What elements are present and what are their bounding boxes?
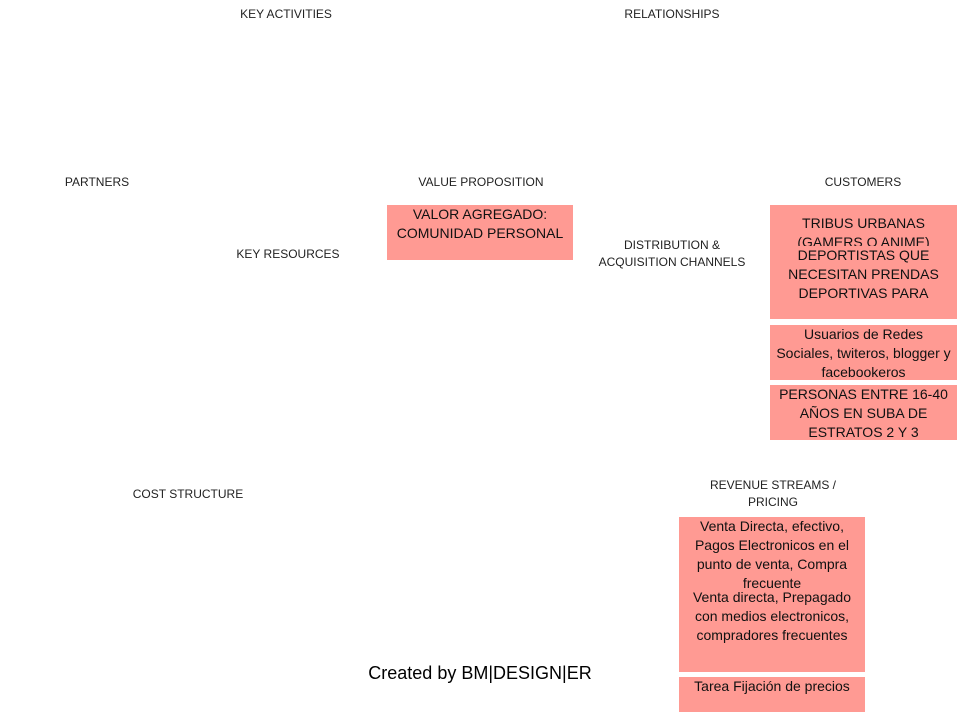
customers-label: CUSTOMERS	[824, 175, 902, 189]
value-proposition-label: VALUE PROPOSITION	[418, 175, 544, 189]
key-resources-label: KEY RESOURCES	[236, 247, 340, 261]
cost-structure-label: COST STRUCTURE	[132, 487, 244, 501]
partners-label: PARTNERS	[64, 175, 130, 189]
revenue-note-pricing: Tarea Fijación de precios	[679, 677, 865, 712]
revenue-label-line2: PRICING	[747, 495, 798, 509]
relationships-label: RELATIONSHIPS	[624, 7, 720, 21]
created-by-footer: Created by BM|DESIGN|ER	[368, 663, 592, 683]
revenue-note-direct-sale: Venta Directa, efectivo, Pagos Electroni…	[679, 517, 865, 592]
customer-note-age-group: PERSONAS ENTRE 16-40 AÑOS EN SUBA DE EST…	[770, 385, 957, 440]
distribution-label-line1: DISTRIBUTION &	[623, 238, 720, 252]
revenue-label-line1: REVENUE STREAMS /	[709, 478, 837, 492]
customer-note-athletes: DEPORTISTAS QUE NECESITAN PRENDAS DEPORT…	[770, 246, 957, 319]
customer-note-social-users: Usuarios de Redes Sociales, twiteros, bl…	[770, 325, 957, 380]
key-activities-label: KEY ACTIVITIES	[240, 7, 332, 21]
revenue-note-prepaid: Venta directa, Prepagado con medios elec…	[679, 588, 865, 672]
distribution-label-line2: ACQUISITION CHANNELS	[598, 255, 746, 269]
value-note: VALOR AGREGADO: COMUNIDAD PERSONAL	[387, 205, 573, 260]
